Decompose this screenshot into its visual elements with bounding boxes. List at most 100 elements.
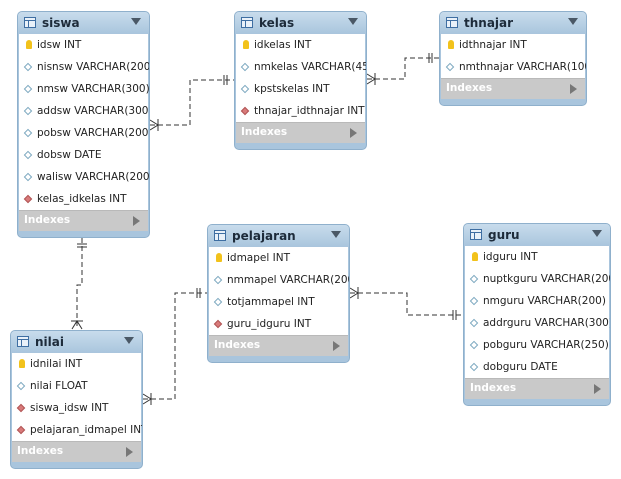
column-row[interactable]: pelajaran_idmapel INT — [12, 419, 143, 441]
column-label: idkelas INT — [254, 39, 312, 51]
column-list: idguru INT nuptkguru VARCHAR(200) nmguru… — [465, 246, 611, 378]
table-pelajaran[interactable]: pelajaran idmapel INT nmmapel VARCHAR(20… — [207, 224, 350, 363]
rel-nilai-pelajaran — [143, 292, 207, 400]
table-nilai[interactable]: nilai idnilai INT nilai FLOAT siswa_idsw… — [10, 330, 143, 469]
table-header[interactable]: kelas — [235, 12, 366, 34]
foreign-key-icon — [240, 106, 250, 116]
column-row[interactable]: nmmapel VARCHAR(200) — [209, 269, 350, 291]
table-siswa[interactable]: siswa idsw INT nisnsw VARCHAR(200) nmsw … — [17, 11, 150, 238]
column-label: pobsw VARCHAR(200) — [37, 127, 150, 139]
crowfoot-siswa — [149, 119, 159, 131]
column-label: nmguru VARCHAR(200) — [483, 295, 606, 307]
column-diamond-icon — [23, 62, 33, 72]
column-row[interactable]: idnilai INT — [12, 353, 141, 375]
column-diamond-icon — [23, 172, 33, 182]
column-row[interactable]: kelas_idkelas INT — [19, 188, 148, 210]
column-row[interactable]: kpstskelas INT — [236, 78, 365, 100]
expand-arrow-icon[interactable] — [133, 216, 140, 226]
crowfoot-nilai-right — [142, 393, 152, 405]
column-row[interactable]: totjammapel INT — [209, 291, 348, 313]
table-icon — [241, 17, 253, 28]
column-diamond-icon — [240, 84, 250, 94]
collapse-arrow-icon[interactable] — [131, 18, 141, 25]
column-row[interactable]: nmsw VARCHAR(300) — [19, 78, 150, 100]
onemark-pelajaran — [196, 288, 201, 298]
column-row[interactable]: pobsw VARCHAR(200) — [19, 122, 150, 144]
column-diamond-icon — [240, 62, 250, 72]
column-label: nmmapel VARCHAR(200) — [227, 274, 350, 286]
column-row[interactable]: nilai FLOAT — [12, 375, 141, 397]
column-row[interactable]: nmthnajar VARCHAR(100) — [441, 56, 586, 78]
column-row[interactable]: idmapel INT — [209, 247, 348, 269]
column-label: dobguru DATE — [483, 361, 558, 373]
indexes-section[interactable]: Indexes — [209, 335, 348, 356]
column-label: idthnajar INT — [459, 39, 527, 51]
column-row[interactable]: idthnajar INT — [441, 34, 585, 56]
column-row[interactable]: addrguru VARCHAR(300) — [465, 312, 610, 334]
column-row[interactable]: dobsw DATE — [19, 144, 148, 166]
column-diamond-icon — [213, 297, 223, 307]
column-label: nuptkguru VARCHAR(200) — [483, 273, 611, 285]
column-row[interactable]: nmkelas VARCHAR(45) — [236, 56, 366, 78]
indexes-section[interactable]: Indexes — [441, 78, 585, 99]
expand-arrow-icon[interactable] — [126, 447, 133, 457]
column-row[interactable]: addsw VARCHAR(300) — [19, 100, 149, 122]
column-row[interactable]: guru_idguru INT — [209, 313, 348, 335]
foreign-key-icon — [213, 319, 223, 329]
table-header[interactable]: siswa — [18, 12, 149, 34]
column-label: idguru INT — [483, 251, 538, 263]
column-row[interactable]: idguru INT — [465, 246, 609, 268]
column-diamond-icon — [23, 128, 33, 138]
collapse-arrow-icon[interactable] — [331, 231, 341, 238]
indexes-section[interactable]: Indexes — [465, 378, 609, 399]
column-list: idkelas INT nmkelas VARCHAR(45) kpstskel… — [236, 34, 366, 122]
primary-key-icon — [19, 359, 25, 368]
column-label: pelajaran_idmapel INT — [30, 424, 143, 436]
table-thnajar[interactable]: thnajar idthnajar INT nmthnajar VARCHAR(… — [439, 11, 587, 106]
collapse-arrow-icon[interactable] — [592, 230, 602, 237]
table-header[interactable]: guru — [464, 224, 610, 246]
column-row[interactable]: nuptkguru VARCHAR(200) — [465, 268, 611, 290]
column-row[interactable]: nisnsw VARCHAR(200) — [19, 56, 149, 78]
table-name: guru — [488, 228, 520, 242]
table-header[interactable]: nilai — [11, 331, 142, 353]
column-label: thnajar_idthnajar INT — [254, 105, 365, 117]
column-label: nmsw VARCHAR(300) — [37, 83, 150, 95]
table-kelas[interactable]: kelas idkelas INT nmkelas VARCHAR(45) kp… — [234, 11, 367, 150]
column-row[interactable]: nmguru VARCHAR(200) — [465, 290, 609, 312]
table-icon — [446, 17, 458, 28]
foreign-key-icon — [16, 425, 26, 435]
column-label: walisw VARCHAR(200) — [37, 171, 150, 183]
column-label: guru_idguru INT — [227, 318, 312, 330]
onemark-kelas — [223, 75, 228, 85]
indexes-section[interactable]: Indexes — [12, 441, 141, 462]
indexes-label: Indexes — [214, 339, 261, 351]
table-icon — [17, 336, 29, 347]
expand-arrow-icon[interactable] — [570, 84, 577, 94]
column-row[interactable]: dobguru DATE — [465, 356, 609, 378]
indexes-section[interactable]: Indexes — [236, 122, 365, 143]
crowfoot-kelas — [366, 73, 376, 85]
expand-arrow-icon[interactable] — [333, 341, 340, 351]
table-header[interactable]: pelajaran — [208, 225, 349, 247]
column-label: totjammapel INT — [227, 296, 315, 308]
expand-arrow-icon[interactable] — [594, 384, 601, 394]
expand-arrow-icon[interactable] — [350, 128, 357, 138]
table-header[interactable]: thnajar — [440, 12, 586, 34]
column-diamond-icon — [213, 275, 223, 285]
primary-key-icon — [216, 253, 222, 262]
column-row[interactable]: walisw VARCHAR(200) — [19, 166, 150, 188]
table-guru[interactable]: guru idguru INT nuptkguru VARCHAR(200) n… — [463, 223, 611, 406]
column-row[interactable]: idsw INT — [19, 34, 148, 56]
column-row[interactable]: idkelas INT — [236, 34, 365, 56]
column-row[interactable]: siswa_idsw INT — [12, 397, 141, 419]
column-row[interactable]: thnajar_idthnajar INT — [236, 100, 365, 122]
collapse-arrow-icon[interactable] — [348, 18, 358, 25]
collapse-arrow-icon[interactable] — [568, 18, 578, 25]
indexes-section[interactable]: Indexes — [19, 210, 148, 231]
column-label: kelas_idkelas INT — [37, 193, 127, 205]
column-row[interactable]: pobguru VARCHAR(250) — [465, 334, 609, 356]
column-label: kpstskelas INT — [254, 83, 330, 95]
column-label: nilai FLOAT — [30, 380, 88, 392]
collapse-arrow-icon[interactable] — [124, 337, 134, 344]
